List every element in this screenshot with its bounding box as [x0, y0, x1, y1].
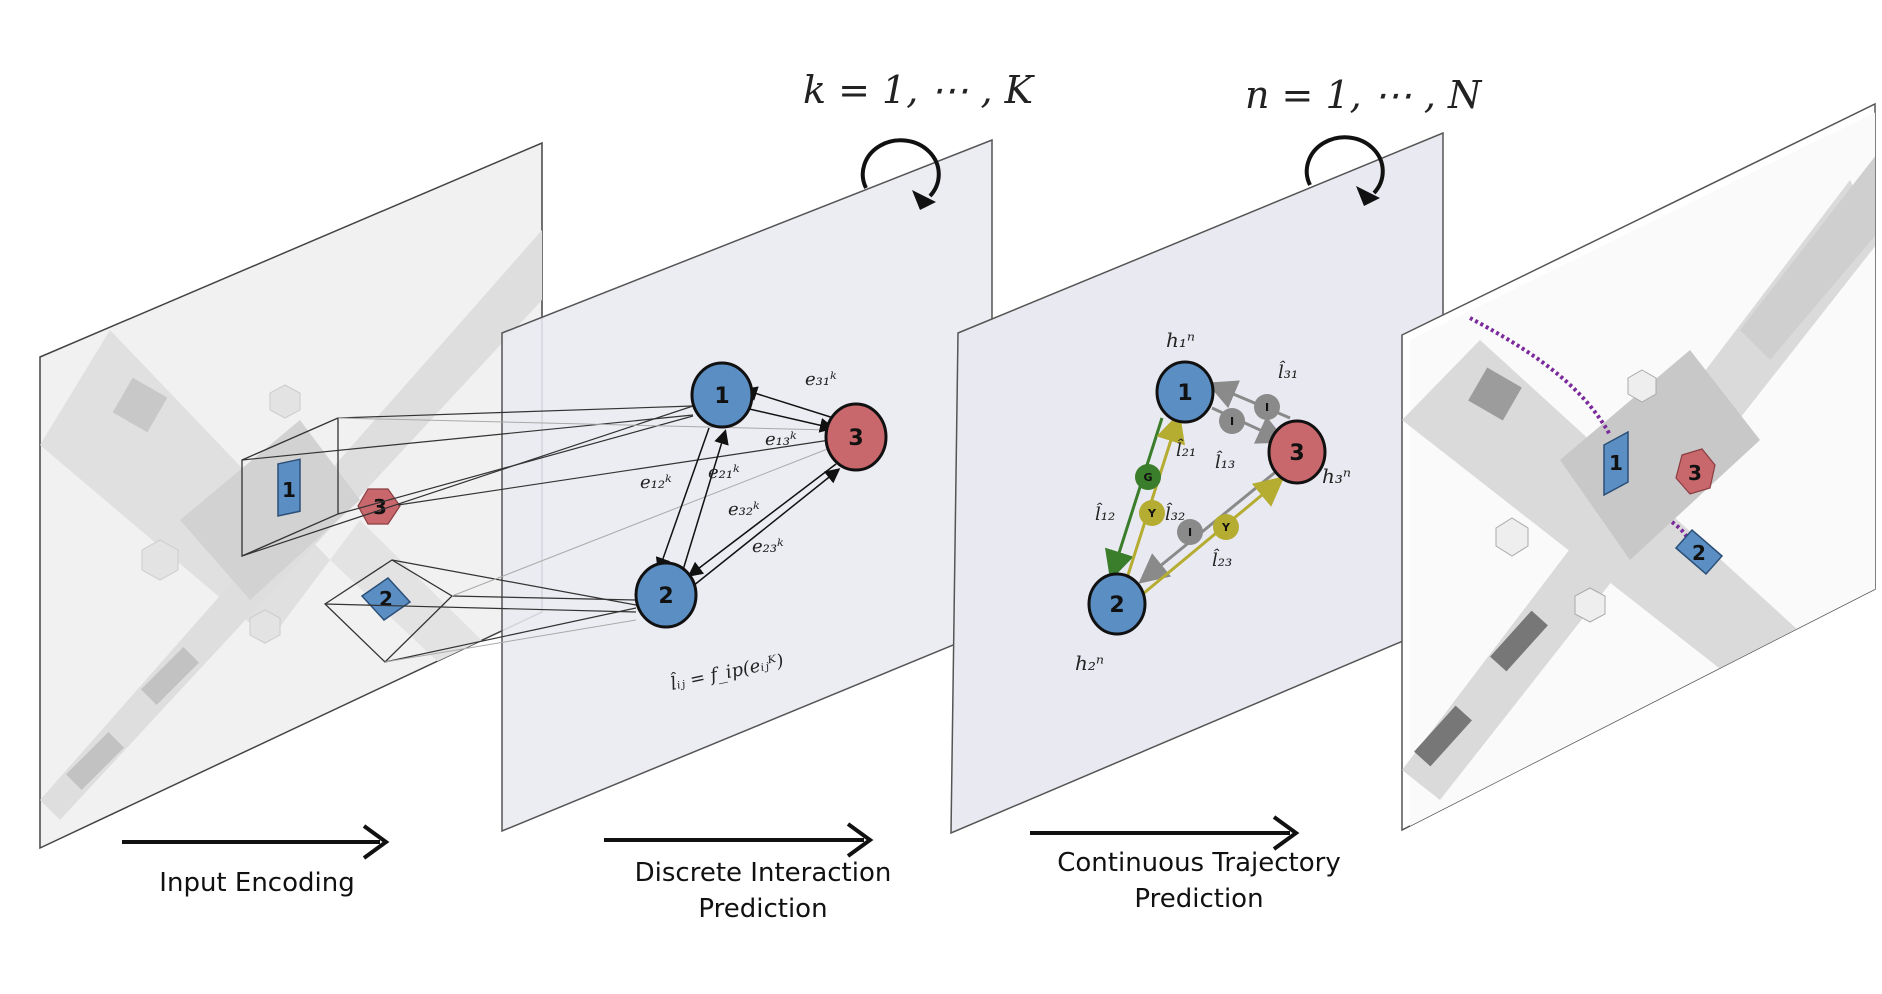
stage-label-discrete-line1: Discrete Interaction: [635, 858, 892, 888]
label-l23: l̂₂₃: [1212, 548, 1232, 571]
badge-g: G: [1135, 464, 1161, 490]
stage-arrow-continuous: [1030, 815, 1300, 851]
yellow-edge-21: [1126, 412, 1186, 576]
cnode-1-label: 1: [1177, 381, 1192, 406]
stage-label-discrete-line2: Prediction: [698, 894, 827, 924]
edge-label-e21: e₂₁ᵏ: [708, 462, 740, 483]
node-2: 2: [634, 561, 698, 629]
label-l21: l̂₂₁: [1176, 438, 1196, 461]
badge-i-3: I: [1177, 519, 1203, 545]
label-l13: l̂₁₃: [1215, 450, 1235, 473]
badge-i-1: I: [1219, 408, 1245, 434]
input-scene-panel: 1 3 2: [39, 141, 543, 850]
edge-label-e32: e₃₂ᵏ: [728, 499, 760, 520]
edge-label-e13: e₁₃ᵏ: [765, 429, 797, 450]
badge-y-1: Y: [1139, 500, 1165, 526]
stage-label-continuous-line2: Prediction: [1134, 884, 1263, 914]
n-loop-icon: [1304, 135, 1385, 206]
badge-i-1-label: I: [1230, 415, 1234, 428]
pred-agent-1-label: 1: [1609, 451, 1623, 475]
agent-3-label: 3: [373, 495, 387, 519]
agent-1-car: 1: [277, 458, 301, 517]
stage-label-input-encoding: Input Encoding: [159, 868, 354, 898]
label-h3: h₃ⁿ: [1322, 464, 1351, 488]
discrete-interaction-panel: 1 3 2 e₃₁ᵏ e₁₃ᵏ e₁₂ᵏ e₂₁ᵏ e₃₂ᵏ e₂₃ᵏ l̂ᵢⱼ…: [241, 138, 993, 833]
label-l32: l̂₃₂: [1165, 502, 1185, 525]
cnode-3: 3: [1267, 419, 1327, 485]
edge-label-e31: e₃₁ᵏ: [805, 369, 837, 390]
cnode-2: 2: [1087, 572, 1147, 636]
pred-agent-3-car: 3: [1675, 448, 1716, 495]
trajectory-2: [1670, 520, 1692, 546]
edge-label-e23: e₂₃ᵏ: [752, 536, 784, 557]
badge-i-2-label: I: [1265, 401, 1269, 414]
k-loop-label: k = 1, ⋯ , K: [803, 68, 1036, 112]
cnode-2-label: 2: [1109, 593, 1124, 618]
k-loop-icon: [860, 138, 941, 210]
badge-i-3-label: I: [1188, 526, 1192, 539]
agent-1-label: 1: [282, 478, 296, 502]
node-3: 3: [824, 402, 888, 472]
cnode-1: 1: [1155, 360, 1215, 424]
label-l31: l̂₃₁: [1278, 360, 1298, 383]
node-2-label: 2: [658, 584, 673, 609]
green-edge: [1104, 417, 1164, 581]
discrete-edges: [655, 386, 841, 591]
stage-arrow-discrete: [604, 822, 874, 858]
edge-label-e12: e₁₂ᵏ: [640, 472, 672, 493]
pred-agent-2-car: 2: [1674, 528, 1724, 576]
trajectory-1: [1469, 316, 1612, 436]
badge-y-2-label: Y: [1221, 521, 1231, 534]
label-l12: l̂₁₂: [1095, 502, 1115, 525]
label-h2: h₂ⁿ: [1075, 651, 1104, 675]
cnode-3-label: 3: [1289, 441, 1304, 466]
badge-i-2: I: [1254, 394, 1280, 420]
label-h1: h₁ⁿ: [1166, 328, 1195, 352]
projection-lines-faint: [337, 417, 831, 663]
n-loop-label: n = 1, ⋯ , N: [1245, 73, 1483, 117]
yellow-edge-23: [1137, 476, 1285, 600]
projection-lines: [241, 405, 831, 663]
agent-2-label: 2: [379, 587, 393, 611]
badge-y-2: Y: [1213, 514, 1239, 540]
badge-g-label: G: [1143, 471, 1152, 484]
node-1: 1: [690, 361, 754, 429]
node-1-label: 1: [714, 384, 729, 409]
prediction-scene-panel: 1 3 2: [1401, 102, 1876, 832]
pred-agent-2-label: 2: [1692, 541, 1706, 565]
pred-agent-1-car: 1: [1603, 430, 1629, 497]
pred-agent-3-label: 3: [1688, 461, 1702, 485]
stage-arrow-input: [122, 824, 390, 860]
node-3-label: 3: [848, 426, 863, 451]
continuous-trajectory-panel: G Y Y I I I 1 3: [950, 131, 1444, 835]
badge-y-1-label: Y: [1147, 507, 1157, 520]
stage-label-continuous-line1: Continuous Trajectory: [1057, 848, 1341, 878]
